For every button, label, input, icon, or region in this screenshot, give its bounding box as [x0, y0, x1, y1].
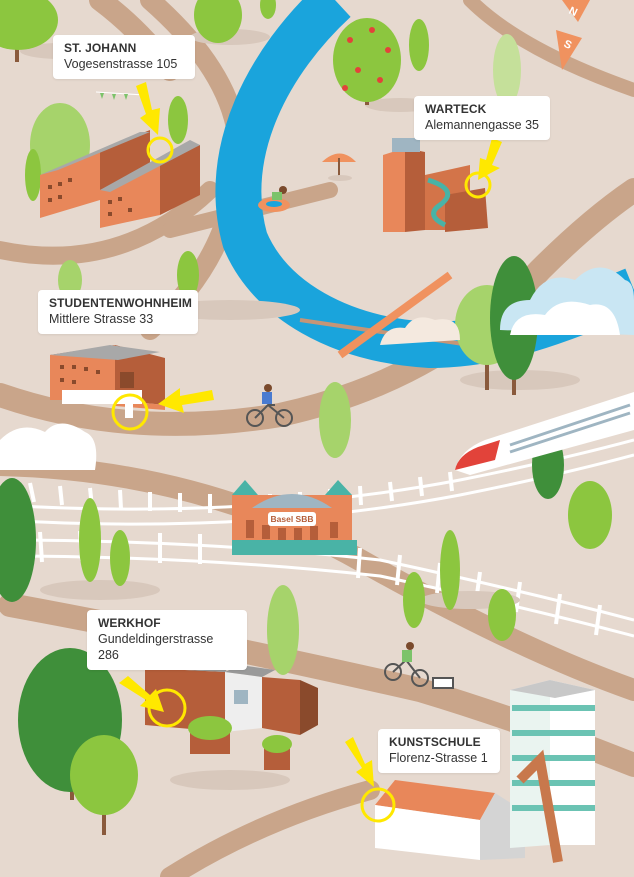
compass-icon — [556, 0, 590, 70]
location-label-st-johann[interactable]: ST. JOHANN Vogesenstrasse 105 — [53, 35, 195, 79]
clouds — [0, 267, 634, 470]
compass-south: S — [562, 38, 574, 52]
building-warteck[interactable] — [383, 138, 492, 232]
beach-umbrella-icon — [322, 153, 356, 181]
location-address: Gundeldingerstrasse 286 — [98, 632, 214, 662]
location-name: WARTECK — [425, 102, 487, 116]
location-name: ST. JOHANN — [64, 41, 137, 55]
building-studentenwohnheim[interactable] — [50, 345, 165, 431]
location-label-studentenwohnheim[interactable]: STUDENTENWOHNHEIM Mittlere Strasse 33 — [38, 290, 198, 334]
cyclist-icon — [384, 642, 454, 689]
pointer-arrows — [119, 82, 502, 787]
building-tower — [510, 680, 595, 863]
swimmer-icon — [258, 186, 290, 212]
station-sign: Basel SBB — [271, 514, 314, 524]
location-address: Vogesenstrasse 105 — [64, 57, 178, 71]
location-name: KUNSTSCHULE — [389, 735, 481, 749]
location-label-warteck[interactable]: WARTECK Alemannengasse 35 — [414, 96, 550, 140]
cyclist-icon — [246, 384, 293, 427]
bunting — [100, 93, 128, 100]
location-address: Florenz-Strasse 1 — [389, 751, 488, 765]
location-name: STUDENTENWOHNHEIM — [49, 296, 193, 310]
location-name: WERKHOF — [98, 616, 161, 630]
train — [455, 392, 634, 475]
location-address: Alemannengasse 35 — [425, 118, 539, 132]
building-st-johann[interactable] — [40, 130, 200, 228]
location-address: Mittlere Strasse 33 — [49, 312, 154, 326]
location-label-werkhof[interactable]: WERKHOF Gundeldingerstrasse 286 — [87, 610, 247, 670]
location-label-kunstschule[interactable]: KUNSTSCHULE Florenz-Strasse 1 — [378, 729, 500, 773]
building-basel-sbb[interactable] — [232, 480, 357, 555]
